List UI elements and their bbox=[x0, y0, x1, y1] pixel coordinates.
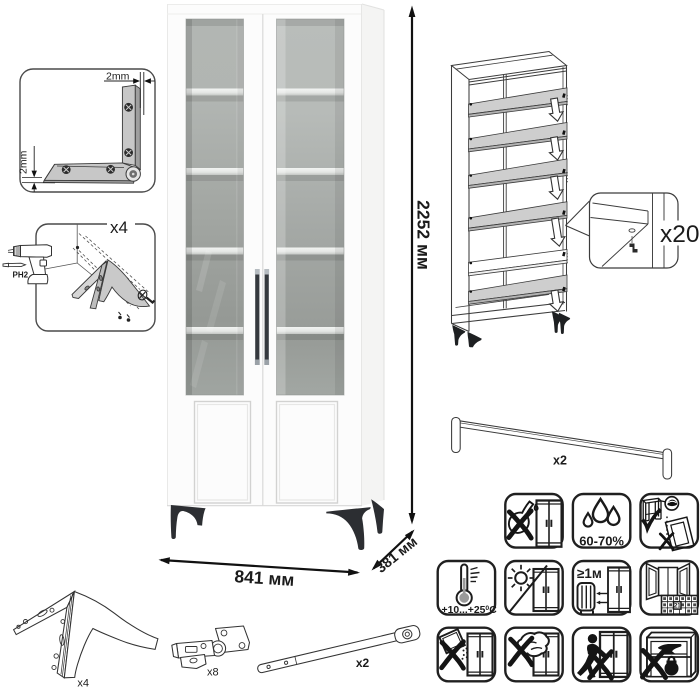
svg-text:21: 21 bbox=[674, 604, 681, 610]
svg-text:x2: x2 bbox=[553, 454, 567, 468]
svg-text:x2: x2 bbox=[356, 656, 370, 670]
svg-text:x20: x20 bbox=[660, 221, 700, 248]
svg-text:≥1м: ≥1м bbox=[577, 566, 602, 581]
svg-text:2mm: 2mm bbox=[106, 71, 130, 83]
svg-text:2252 мм: 2252 мм bbox=[414, 200, 434, 270]
svg-text:841 мм: 841 мм bbox=[234, 566, 295, 590]
svg-text:2mm: 2mm bbox=[18, 150, 30, 174]
svg-text:60-70%: 60-70% bbox=[579, 534, 624, 549]
svg-text:x4: x4 bbox=[77, 677, 89, 688]
svg-text:x4: x4 bbox=[110, 218, 128, 237]
svg-text:+10...+250C: +10...+250C bbox=[442, 605, 498, 616]
svg-text:381 мм: 381 мм bbox=[373, 533, 420, 576]
svg-text:PH2: PH2 bbox=[13, 271, 29, 280]
svg-text:x8: x8 bbox=[207, 667, 219, 679]
